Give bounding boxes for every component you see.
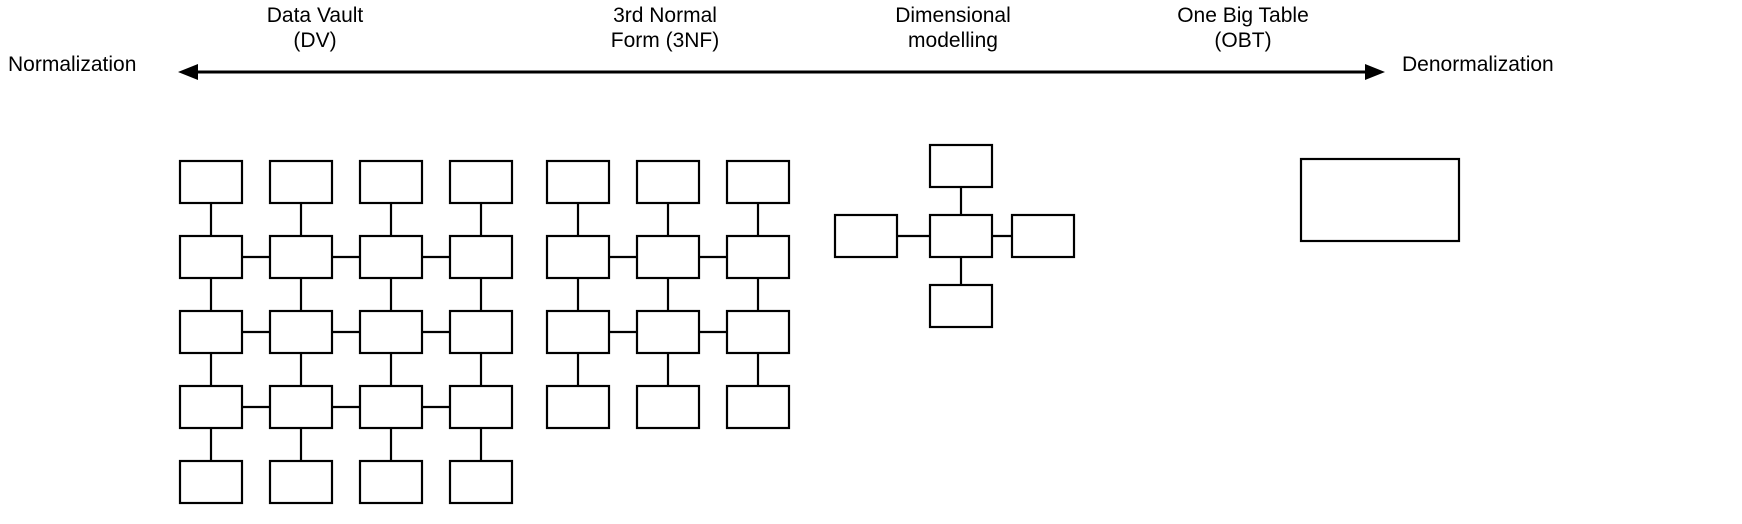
table-box[interactable] xyxy=(268,459,334,505)
table-box[interactable] xyxy=(178,159,244,205)
table-box[interactable] xyxy=(358,459,424,505)
table-box[interactable] xyxy=(545,234,611,280)
table-box-dimension-west[interactable] xyxy=(833,213,899,259)
table-box[interactable] xyxy=(178,309,244,355)
table-box[interactable] xyxy=(448,384,514,430)
table-box[interactable] xyxy=(268,234,334,280)
table-box[interactable] xyxy=(545,309,611,355)
table-box[interactable] xyxy=(178,234,244,280)
stage-label-one-big-table: One Big Table (OBT) xyxy=(1177,4,1309,52)
table-box[interactable] xyxy=(358,234,424,280)
table-box-dimension-north[interactable] xyxy=(928,143,994,189)
table-box[interactable] xyxy=(268,159,334,205)
table-box-dimension-south[interactable] xyxy=(928,283,994,329)
table-box[interactable] xyxy=(268,384,334,430)
table-box-fact-center[interactable] xyxy=(928,213,994,259)
table-box[interactable] xyxy=(725,309,791,355)
table-box[interactable] xyxy=(635,384,701,430)
table-box[interactable] xyxy=(725,159,791,205)
table-box[interactable] xyxy=(268,309,334,355)
stage-label-data-vault: Data Vault (DV) xyxy=(266,4,364,52)
stage-label-dimensional-modelling: Dimensional modelling xyxy=(895,4,1011,52)
table-box[interactable] xyxy=(448,159,514,205)
table-box[interactable] xyxy=(178,459,244,505)
table-box[interactable] xyxy=(635,234,701,280)
table-box[interactable] xyxy=(448,309,514,355)
table-box[interactable] xyxy=(545,159,611,205)
table-box[interactable] xyxy=(358,309,424,355)
cluster-third-normal-form-grid xyxy=(545,159,791,430)
stage-label-third-normal-form: 3rd Normal Form (3NF) xyxy=(610,4,720,52)
table-box[interactable] xyxy=(178,384,244,430)
axis-label-normalization: Normalization xyxy=(8,53,137,76)
cluster-data-vault-grid xyxy=(178,159,514,505)
table-box[interactable] xyxy=(635,159,701,205)
one-big-table-box[interactable] xyxy=(1299,157,1461,243)
table-box[interactable] xyxy=(725,234,791,280)
cluster-one-big-table-box xyxy=(1299,157,1461,243)
table-box[interactable] xyxy=(635,309,701,355)
table-box[interactable] xyxy=(448,234,514,280)
axis-label-denormalization: Denormalization xyxy=(1402,53,1554,76)
arrowhead-right-icon xyxy=(1365,64,1385,80)
cluster-layer xyxy=(178,143,1461,505)
cluster-dimensional-star xyxy=(833,143,1076,329)
normalization-axis xyxy=(178,64,1385,80)
table-box[interactable] xyxy=(358,384,424,430)
table-box[interactable] xyxy=(448,459,514,505)
arrowhead-left-icon xyxy=(178,64,198,80)
table-box[interactable] xyxy=(358,159,424,205)
table-box[interactable] xyxy=(545,384,611,430)
table-box[interactable] xyxy=(725,384,791,430)
table-box-dimension-east[interactable] xyxy=(1010,213,1076,259)
